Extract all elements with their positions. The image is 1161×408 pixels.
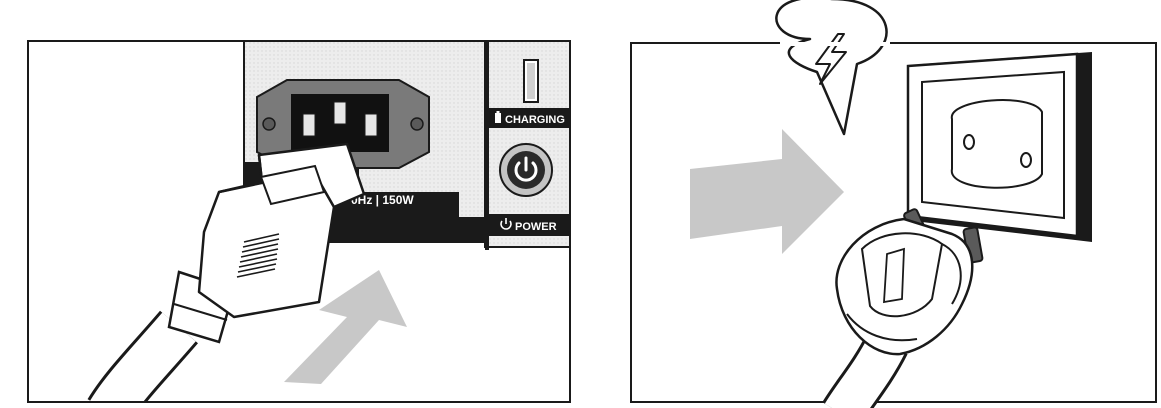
power-cable (109, 327, 179, 403)
charging-label: CHARGING (505, 114, 565, 126)
step-plug-into-device-panel: 0Hz | 150W CHARGING POWER (27, 40, 571, 403)
power-label: POWER (515, 221, 557, 233)
insert-arrow-icon (690, 129, 844, 254)
step-plug-into-outlet-panel (630, 42, 1157, 403)
europlug-socket-icon (908, 52, 1092, 242)
power-cable (842, 344, 887, 408)
device-connection-illustration: 0Hz | 150W CHARGING POWER (29, 42, 571, 403)
europlug-plug-icon (836, 208, 982, 354)
lightning-bolt-icon (776, 0, 886, 134)
outlet-connection-illustration (632, 44, 1159, 405)
